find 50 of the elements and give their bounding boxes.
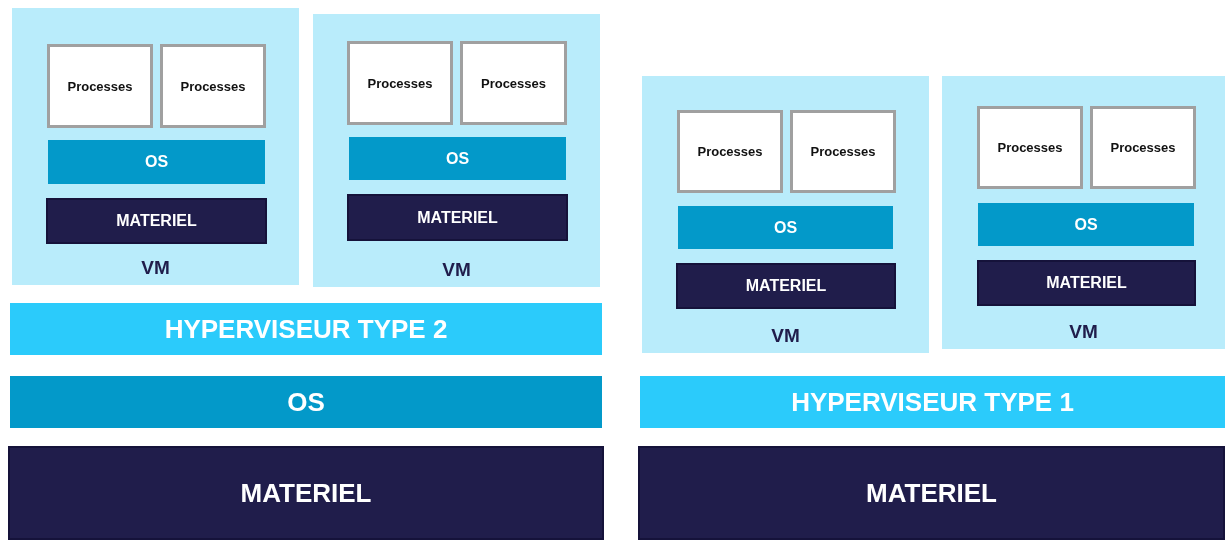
vm-panel [942, 76, 1225, 349]
process-box [1090, 106, 1196, 189]
os-bar [678, 206, 893, 249]
layer-label: MATERIEL [1046, 274, 1127, 292]
layer-label: OS [287, 386, 325, 418]
layer-label: Processes [367, 75, 433, 91]
layer-label: OS [144, 153, 169, 171]
hardware-bar [676, 263, 896, 309]
layer-label: MATERIEL [116, 212, 197, 230]
hypervisor-bar [640, 376, 1225, 428]
layer-label: Processes [997, 140, 1063, 155]
layer-label: OS [445, 149, 470, 168]
layer-label: Processes [480, 75, 547, 91]
process-box [677, 110, 783, 193]
vm-label: VM [442, 259, 471, 281]
vm-label: VM [141, 257, 170, 279]
vm-label: VM [1069, 321, 1098, 343]
layer-label: HYPERVISEUR TYPE 1 [791, 386, 1074, 418]
layer-label: Processes [180, 78, 246, 94]
layer-label: HYPERVISEUR TYPE 2 [164, 313, 448, 345]
layer-label: Processes [810, 144, 876, 159]
vm-panel [12, 8, 299, 285]
layer-label: Processes [1110, 140, 1176, 155]
hardware-bar [638, 446, 1225, 540]
hypervisor-bar [10, 303, 602, 355]
layer-label: Processes [67, 78, 133, 94]
layer-label: OS [773, 218, 798, 237]
os-bar [978, 203, 1194, 246]
os-bar [10, 376, 602, 428]
process-box [347, 41, 453, 125]
vm-label: VM [771, 325, 800, 347]
os-bar [349, 137, 566, 180]
layer-label: MATERIEL [240, 477, 372, 509]
vm-panel [313, 14, 600, 287]
process-box [977, 106, 1083, 189]
layer-label: OS [1074, 215, 1098, 234]
process-box [160, 44, 266, 128]
hardware-bar [8, 446, 604, 540]
hardware-bar [46, 198, 267, 244]
process-box [460, 41, 567, 125]
hardware-bar [347, 194, 568, 241]
process-box [47, 44, 153, 128]
os-bar [48, 140, 265, 184]
layer-label: MATERIEL [866, 477, 997, 509]
layer-label: MATERIEL [745, 277, 827, 295]
hardware-bar [977, 260, 1196, 306]
layer-label: Processes [697, 144, 763, 159]
process-box [790, 110, 896, 193]
vm-panel [642, 76, 929, 353]
layer-label: MATERIEL [417, 208, 498, 227]
